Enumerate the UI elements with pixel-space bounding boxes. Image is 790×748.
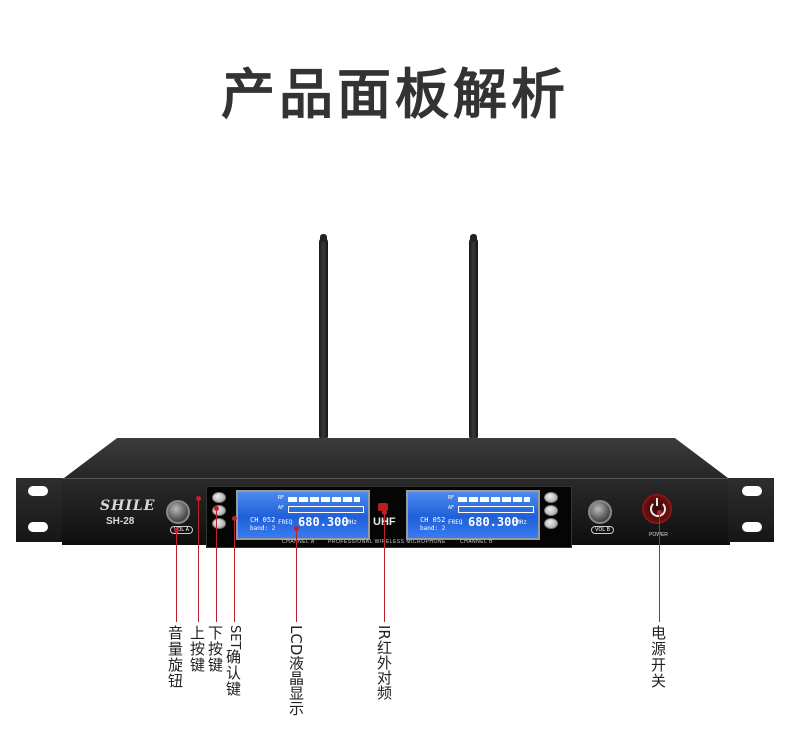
af-level-bar [288, 506, 364, 513]
callout-volume-knob: 音量旋钮 [168, 624, 184, 690]
volume-knob-a[interactable] [166, 500, 190, 524]
rack-hole [28, 522, 48, 532]
callout-line [176, 530, 177, 622]
callout-line [384, 512, 385, 622]
band-text: band: 2 [250, 525, 276, 532]
rack-ear-right [728, 478, 774, 542]
callout-up-key: 上按键 [190, 624, 206, 674]
rack-hole [28, 486, 48, 496]
channel-b-label: CHANNEL B [460, 539, 493, 545]
callout-line [659, 512, 660, 622]
callout-lcd-text: LCD液晶显示 [287, 625, 305, 716]
callout-ir: IR红外对频 [375, 625, 393, 700]
power-label: POWER [649, 532, 668, 538]
callout-power: 电源开关 [651, 624, 667, 690]
rf-label: RF [448, 495, 455, 501]
antenna-left [319, 238, 328, 440]
callout-line [216, 508, 217, 622]
antenna-right [469, 238, 478, 440]
page-title: 产品面板解析 [221, 63, 569, 126]
freq-label: FREQ [278, 519, 293, 526]
callout-set-key-cjk: 确认键 [226, 648, 242, 699]
channel-a-label: CHANNEL A [282, 539, 315, 545]
band-text: band: 2 [420, 525, 446, 532]
volume-knob-b-label: VOL B [591, 526, 615, 534]
rack-hole [742, 522, 762, 532]
channel-number: CH 052 [420, 516, 446, 524]
rack-hole [742, 486, 762, 496]
freq-value: 680.300 [468, 515, 519, 529]
up-button[interactable] [544, 492, 558, 503]
model-label: SH-28 [106, 516, 135, 527]
freq-unit: MHz [346, 519, 357, 526]
af-label: AF [278, 505, 285, 511]
power-icon [650, 498, 666, 517]
freq-label: FREQ [448, 519, 463, 526]
set-button[interactable] [212, 518, 226, 529]
callout-line [296, 528, 297, 622]
lcd-channel-a: RF AF CH 052 band: 2 FREQ 680.300 MHz [236, 490, 370, 540]
antenna-right-tip [470, 234, 477, 242]
product-label: PROFESSIONAL WIRELESS MICROPHONE [328, 539, 446, 545]
channel-number: CH 052 [250, 516, 276, 524]
freq-unit: MHz [516, 519, 527, 526]
antenna-left-tip [320, 234, 327, 242]
lcd-channel-b: RF AF CH 052 band: 2 FREQ 680.300 MHz [406, 490, 540, 540]
up-button[interactable] [212, 492, 226, 503]
volume-knob-a-label: VOL A [170, 526, 194, 534]
callout-line [198, 498, 199, 622]
ir-sensor [378, 503, 388, 511]
rf-level-bars [288, 497, 360, 502]
callout-set-key: SET 确认键 [226, 625, 242, 697]
set-button[interactable] [544, 518, 558, 529]
af-label: AF [448, 505, 455, 511]
callout-set-key-latin: SET [227, 625, 242, 650]
af-level-bar [458, 506, 534, 513]
rack-ear-left [16, 478, 62, 542]
rf-label: RF [278, 495, 285, 501]
down-button[interactable] [212, 505, 226, 516]
brand-logo: SHILE [100, 498, 156, 514]
volume-knob-b[interactable] [588, 500, 612, 524]
rf-level-bars [458, 497, 530, 502]
freq-value: 680.300 [298, 515, 349, 529]
callout-line [234, 518, 235, 622]
channel-b-buttons [544, 492, 558, 531]
callout-ir-text: IR红外对频 [375, 625, 393, 700]
power-button[interactable] [642, 494, 672, 524]
callout-down-key: 下按键 [208, 624, 224, 674]
channel-a-buttons [212, 492, 226, 531]
callout-lcd: LCD液晶显示 [287, 625, 305, 716]
chassis-top [64, 438, 728, 478]
down-button[interactable] [544, 505, 558, 516]
